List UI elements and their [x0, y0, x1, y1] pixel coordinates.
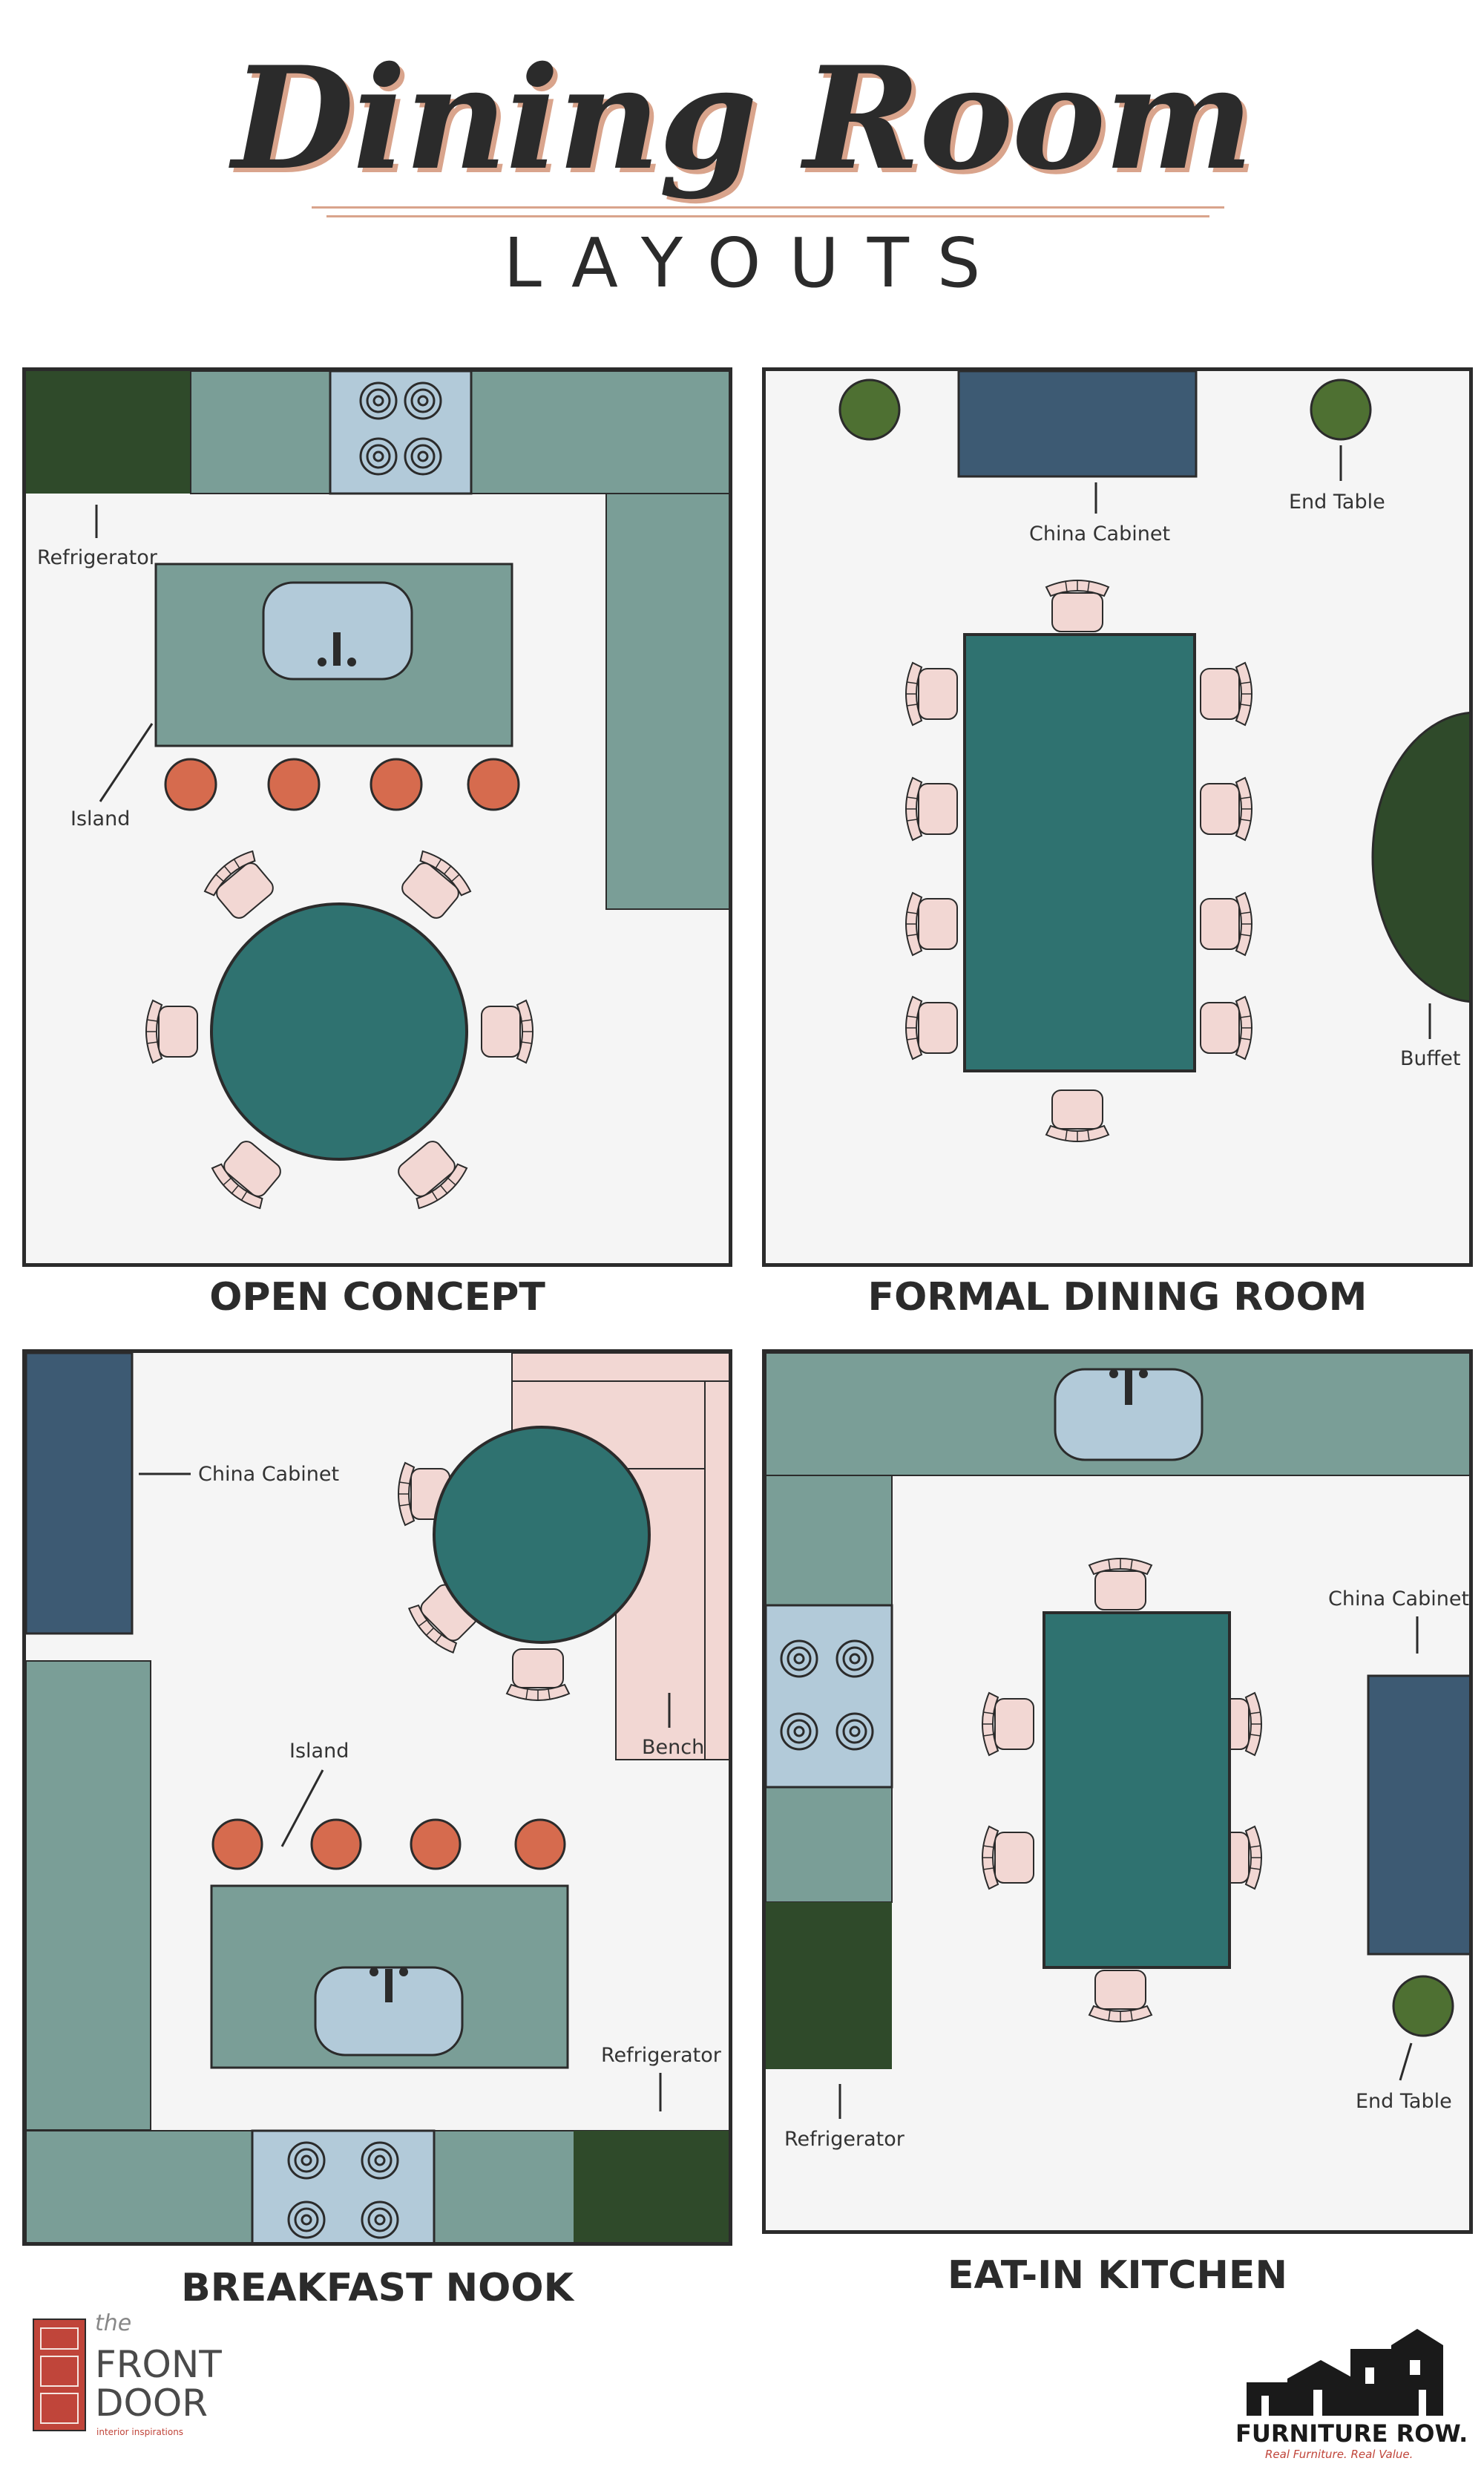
caption-eat-in-kitchen: EAT-IN KITCHEN	[948, 2253, 1287, 2298]
front-door-script: the	[95, 2310, 131, 2336]
formal-dining-floorplan: China Cabinet End Table Buffet	[766, 371, 1469, 1263]
bench	[704, 1380, 729, 1760]
refrigerator	[766, 1902, 892, 2069]
end-table	[1310, 379, 1372, 441]
round-table	[210, 902, 468, 1161]
side-counter	[605, 493, 729, 910]
sink	[314, 1966, 464, 2057]
storefront-icon	[1247, 2329, 1443, 2416]
end-table-label: End Table	[1289, 491, 1385, 514]
china-cabinet-label: China Cabinet	[198, 1463, 339, 1486]
end-table-label: End Table	[1356, 2090, 1452, 2113]
stool	[467, 758, 520, 811]
stool	[267, 758, 321, 811]
end-table	[1392, 1975, 1454, 2037]
front-door-word1: FRONT	[95, 2343, 222, 2386]
page-title: Dining Room	[232, 36, 1254, 201]
door-icon	[33, 2318, 86, 2431]
china-cabinet-label: China Cabinet	[1328, 1587, 1469, 1610]
china-cabinet-label: China Cabinet	[1029, 522, 1170, 545]
bench-label: Bench	[642, 1736, 704, 1759]
stove	[251, 2129, 436, 2242]
refrigerator	[26, 371, 191, 494]
bench	[511, 1353, 729, 1382]
page-subtitle: LAYOUTS	[503, 223, 1009, 303]
stool	[164, 758, 217, 811]
title-divider-left	[312, 206, 1224, 209]
open-concept-floorplan: Refrigerator Island	[26, 371, 729, 1263]
stove	[329, 371, 473, 495]
caption-formal-dining-room: FORMAL DINING ROOM	[867, 1275, 1368, 1320]
buffet	[1371, 712, 1469, 1003]
round-table	[433, 1426, 651, 1644]
furniture-row-tagline: Real Furniture. Real Value.	[1265, 2448, 1413, 2461]
side-counter	[26, 1660, 151, 2131]
stool	[410, 1818, 462, 1870]
sink	[262, 581, 413, 681]
china-cabinet	[957, 371, 1198, 478]
stool	[514, 1818, 566, 1870]
china-cabinet	[1367, 1674, 1469, 1956]
front-door-tagline: interior inspirations	[96, 2427, 183, 2437]
caption-breakfast-nook: BREAKFAST NOOK	[181, 2266, 574, 2310]
refrigerator-label: Refrigerator	[784, 2128, 905, 2151]
stool	[370, 758, 423, 811]
panel-formal-dining-room: China Cabinet End Table Buffet	[762, 367, 1473, 1267]
stool	[310, 1818, 362, 1870]
title-divider-right	[326, 215, 1209, 217]
stove	[766, 1604, 893, 1789]
china-cabinet	[26, 1353, 134, 1635]
end-table	[838, 379, 901, 441]
eat-in-kitchen-floorplan: China Cabinet End Table Refrigerator	[766, 1353, 1469, 2230]
rectangular-table	[963, 633, 1196, 1072]
refrigerator	[574, 2131, 729, 2242]
panel-eat-in-kitchen: China Cabinet End Table Refrigerator	[762, 1349, 1473, 2234]
caption-open-concept: OPEN CONCEPT	[209, 1275, 545, 1320]
island-label: Island	[70, 807, 130, 830]
island-label: Island	[289, 1740, 349, 1763]
rectangular-table	[1043, 1611, 1231, 1969]
breakfast-nook-floorplan: China Cabinet Island Bench Refrigerator	[26, 1353, 729, 2242]
refrigerator-label: Refrigerator	[601, 2044, 722, 2067]
front-door-logo: the FRONT DOOR interior inspirations	[30, 2297, 245, 2445]
bench	[511, 1380, 729, 1469]
furniture-row-logo: FURNITURE ROW. Real Furniture. Real Valu…	[1232, 2316, 1469, 2464]
panel-open-concept: Refrigerator Island	[22, 367, 732, 1267]
refrigerator-label: Refrigerator	[37, 546, 158, 569]
front-door-word2: DOOR	[95, 2382, 208, 2425]
stool	[211, 1818, 263, 1870]
buffet-label: Buffet	[1400, 1047, 1460, 1070]
furniture-row-name: FURNITURE ROW.	[1235, 2419, 1468, 2448]
panel-breakfast-nook: China Cabinet Island Bench Refrigerator	[22, 1349, 732, 2246]
